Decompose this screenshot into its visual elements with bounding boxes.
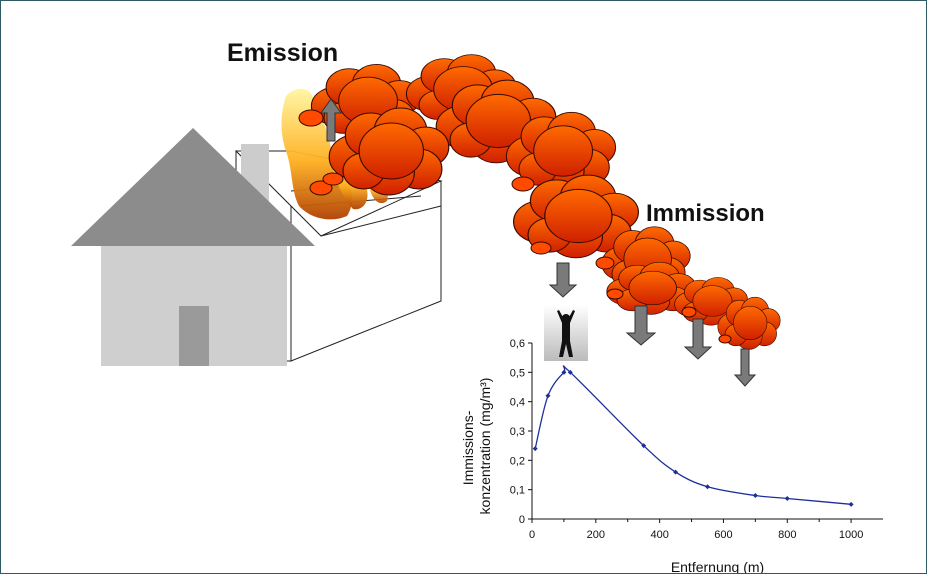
data-point bbox=[673, 469, 679, 475]
data-point bbox=[752, 493, 758, 499]
x-tick-label: 1000 bbox=[839, 529, 863, 541]
down-arrow-icon bbox=[320, 98, 757, 387]
y-tick-label: 0 bbox=[519, 514, 525, 526]
x-tick-label: 600 bbox=[714, 529, 732, 541]
data-point bbox=[848, 501, 854, 507]
data-point bbox=[784, 495, 790, 501]
y-axis-title-line2: konzentration (mg/m³) bbox=[477, 378, 493, 515]
x-axis-title: Entfernung (m) bbox=[671, 559, 764, 573]
x-tick-label: 800 bbox=[778, 529, 796, 541]
person-icon bbox=[544, 305, 588, 361]
x-tick-label: 200 bbox=[587, 529, 605, 541]
data-point bbox=[532, 446, 538, 452]
y-axis-title: Immissions- konzentration (mg/m³) bbox=[460, 378, 493, 515]
data-point bbox=[567, 369, 573, 375]
x-tick-label: 400 bbox=[650, 529, 668, 541]
y-tick-label: 0,1 bbox=[510, 485, 525, 497]
data-point bbox=[641, 443, 647, 449]
chart-ticks: 0 0,1 0,2 0,3 0,4 0,5 0,6 0 200 400 600 800 1000 bbox=[510, 338, 864, 541]
emission-label: Emission bbox=[227, 39, 339, 67]
house-icon bbox=[71, 128, 315, 366]
data-point bbox=[705, 484, 710, 490]
y-tick-label: 0,6 bbox=[510, 338, 525, 350]
y-tick-label: 0,4 bbox=[510, 397, 525, 409]
data-point bbox=[545, 393, 551, 399]
concentration-curve bbox=[534, 365, 852, 505]
immission-label: Immission bbox=[646, 200, 765, 227]
y-axis-title-line1: Immissions- bbox=[460, 410, 476, 485]
chart-points bbox=[532, 369, 854, 507]
y-tick-label: 0,5 bbox=[510, 367, 525, 379]
y-tick-label: 0,3 bbox=[510, 426, 525, 438]
y-tick-label: 0,2 bbox=[510, 455, 525, 467]
chart-axes bbox=[531, 343, 883, 520]
data-point bbox=[561, 369, 567, 375]
x-tick-label: 0 bbox=[529, 529, 535, 541]
